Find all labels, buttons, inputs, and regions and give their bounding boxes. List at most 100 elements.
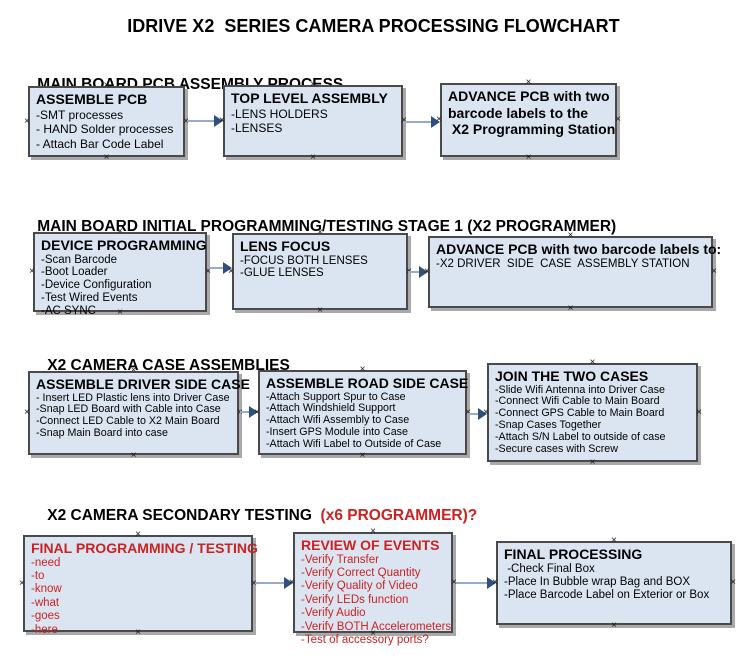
flow-arrow [187,115,223,127]
box-title: FINAL PROCESSING [504,546,643,562]
selection-handle-icon: × [310,152,316,163]
box-title: ADVANCE PCB with two barcode labels to: [436,241,722,257]
box-item: -Place Barcode Label on Exterior or Box [504,589,710,602]
section-heading-text: MAIN BOARD INITIAL PROGRAMMING/TESTING S… [37,218,617,235]
box-item: -Attach S/N Label to outside of case [495,431,666,444]
box-item: -goes [31,610,60,623]
arrowhead-icon [431,116,440,128]
section-heading-text: X2 CAMERA CASE ASSEMBLIES [47,357,290,374]
flow-box-review-of-events: REVIEW OF EVENTS -Verify Transfer -Verif… [289,527,457,646]
selection-handle-icon: × [130,450,137,461]
box-item: -SMT processes [36,107,124,122]
box-item: -Snap Main Board into case [36,427,168,440]
page-title: IDRIVE X2 SERIES CAMERA PROCESSING FLOWC… [127,16,620,36]
selection-handle-icon: × [359,450,366,461]
arrowhead-icon [284,577,293,589]
arrow-line [408,271,421,273]
arrowhead-icon [214,115,223,127]
flow-box-assemble-driver-side-case: ASSEMBLE DRIVER SIDE CASE - Insert LED P… [24,366,250,461]
flow-arrow [255,577,293,589]
box-item: -Check Final Box [504,562,595,575]
flow-box-top-level-assembly: TOP LEVEL ASSEMBLY -LENS HOLDERS -LENSES… [219,80,407,163]
box-item: -need [31,556,61,569]
box-item: -what [31,596,60,609]
box-title: ASSEMBLE PCB [36,91,148,107]
box-item: -Verify BOTH Accelerometers [301,620,452,633]
box-item: -LENSES [231,121,283,135]
box-title: REVIEW OF EVENTS [301,537,440,553]
flow-arrow [209,262,232,274]
box-item: -LENS HOLDERS [231,106,328,121]
selection-handle-icon: × [525,152,532,163]
flow-box-lens-focus: LENS FOCUS -FOCUS BOTH LENSES -GLUE LENS… [228,228,412,316]
box-item: -Verify Audio [301,607,366,620]
arrow-line [209,267,225,269]
box-title: FINAL PROGRAMMING / TESTING [31,540,258,556]
arrow-line [187,120,216,122]
arrowhead-icon [478,408,487,420]
box-item: -Attach Wifi Assembly to Case [266,414,410,427]
box-item: -Snap Cases Together [495,419,602,432]
selection-handle-icon: × [29,266,35,277]
selection-handle-icon: × [611,620,617,631]
box-item: -Verify Transfer [301,553,379,566]
box-item: -here [31,623,58,636]
box-item: -Connect GPS Cable to Main Board [495,407,665,420]
section-heading-red-suffix: (x6 PROGRAMMER)? [320,507,478,524]
box-item: -Test of accessory ports? [301,633,429,646]
selection-handle-icon: × [711,266,717,277]
selection-handle-icon: × [19,577,25,589]
selection-handle-icon: × [615,114,621,125]
box-item: -GLUE LENSES [240,267,324,280]
box-title: JOIN THE TWO CASES [495,368,649,384]
flow-box-advance-pcb-programming-station: ADVANCE PCB with two barcode labels to t… [436,77,621,163]
box-item: -Place In Bubble wrap Bag and BOX [504,575,691,588]
flow-box-final-programming-testing: FINAL PROGRAMMING / TESTING -need -to -k… [19,530,258,638]
selection-handle-icon: × [696,406,702,418]
box-item: -Device Configuration [41,279,152,292]
box-item: -Boot Loader [41,266,108,279]
box-item: -Verify Quality of Video [301,580,418,593]
arrowhead-icon [249,406,258,418]
box-title: ADVANCE PCB with two barcode labels to t… [448,88,616,137]
selection-handle-icon: × [525,77,532,88]
selection-handle-icon: × [359,364,366,375]
selection-handle-icon: × [611,535,617,546]
flow-arrow [408,266,428,278]
arrowhead-icon [487,577,496,589]
flow-box-final-processing: FINAL PROCESSING -Check Final Box -Place… [492,535,736,631]
box-item: -Verify LEDs function [301,593,409,606]
box-item: -Attach Windshield Support [266,402,396,415]
box-item: -know [31,583,62,596]
arrow-line [255,582,286,584]
selection-handle-icon: × [24,407,30,418]
box-title: ASSEMBLE DRIVER SIDE CASE [36,376,250,392]
box-item: -Insert GPS Module into Case [266,426,408,439]
selection-handle-icon: × [730,577,736,588]
box-title: ASSEMBLE ROAD SIDE CASE [266,375,469,391]
box-item: -Verify Correct Quantity [301,566,421,579]
section-heading-case-assemblies: X2 CAMERA CASE ASSEMBLIES [30,339,290,393]
flow-box-device-programming: DEVICE PROGRAMMING -Scan Barcode -Boot L… [29,227,211,318]
box-item: -Scan Barcode [41,253,118,266]
box-item: -Attach Support Spur to Case [266,390,406,403]
selection-handle-icon: × [567,303,574,314]
box-item: -Test Wired Events [41,291,138,304]
section-heading-initial-programming: MAIN BOARD INITIAL PROGRAMMING/TESTING S… [20,200,616,254]
box-item: -Slide Wifi Antenna into Driver Case [495,383,665,396]
box-title: TOP LEVEL ASSEMBLY [231,90,388,106]
selection-handle-icon: × [589,357,596,368]
box-item: -Snap LED Board with Cable into Case [36,403,221,416]
arrow-line [456,582,489,584]
box-item: -Connect Wifi Cable to Main Board [495,395,660,408]
arrowhead-icon [223,262,232,274]
box-item: - Insert LED Plastic lens into Driver Ca… [36,391,230,404]
box-title: DEVICE PROGRAMMING [41,237,207,253]
arrowhead-icon [419,266,428,278]
flow-arrow [456,577,496,589]
selection-handle-icon: × [317,305,323,316]
box-item: -AC SYNC [41,304,96,317]
arrow-line [405,121,433,123]
selection-handle-icon: × [103,152,110,163]
